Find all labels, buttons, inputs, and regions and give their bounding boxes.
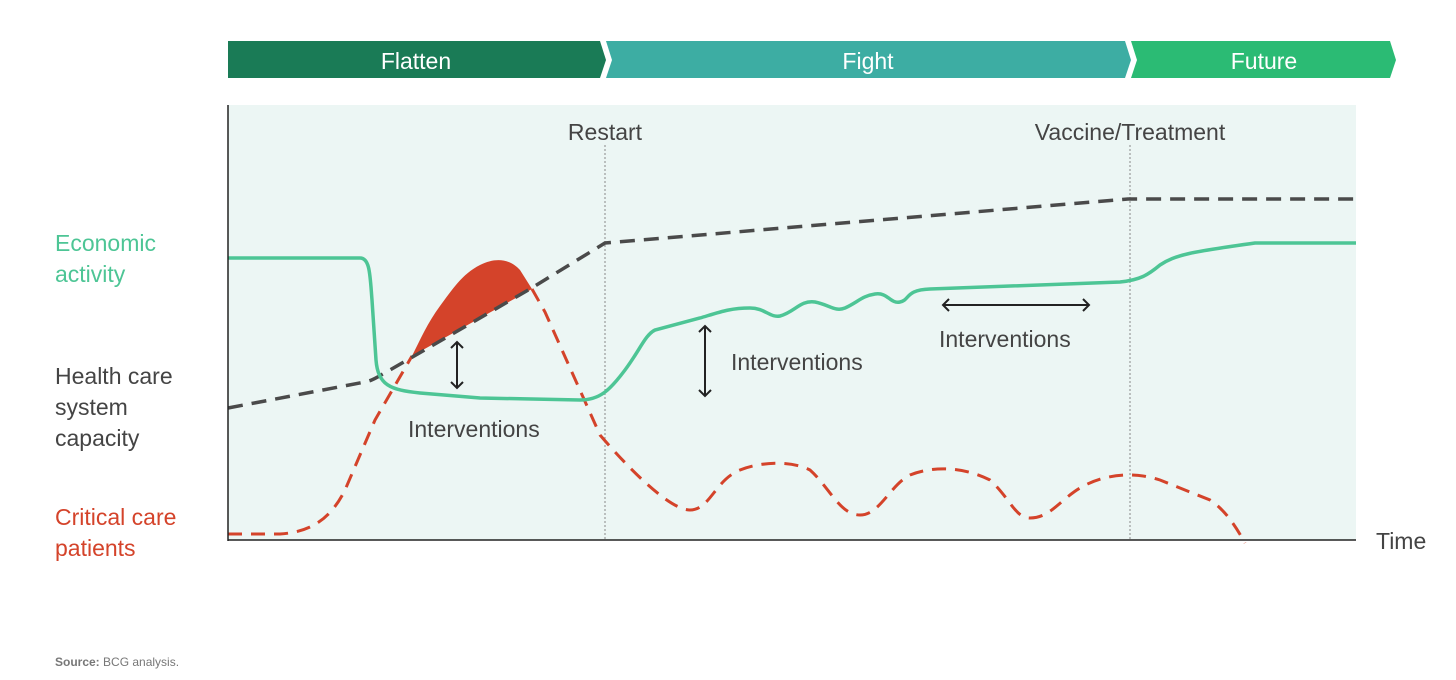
critical-care-series xyxy=(228,288,1247,544)
capacity-overflow-area xyxy=(412,260,532,356)
legend-economic: Economic activity xyxy=(55,228,156,290)
health-capacity-series xyxy=(227,197,1356,410)
source-note: Source: BCG analysis. xyxy=(55,655,179,669)
phase-fight-banner xyxy=(606,41,1131,78)
legend-text: Economic xyxy=(55,230,156,256)
legend-health: Health care system capacity xyxy=(55,361,173,454)
restart-label: Restart xyxy=(568,119,643,145)
economic-activity-series xyxy=(228,241,1356,402)
legend-text: system xyxy=(55,394,128,420)
interventions-label: Interventions xyxy=(939,326,1071,352)
interventions-label: Interventions xyxy=(731,349,863,375)
legend-text: activity xyxy=(55,261,126,287)
source-label: Source: xyxy=(55,655,100,669)
plot-background xyxy=(228,105,1356,540)
double-arrow-icon xyxy=(450,340,464,390)
double-arrow-icon xyxy=(698,324,712,398)
legend-text: Critical care xyxy=(55,504,177,530)
phase-future-label: Future xyxy=(1231,48,1297,74)
legend-text: patients xyxy=(55,535,136,561)
phase-future-banner xyxy=(1131,41,1396,78)
source-text: BCG analysis. xyxy=(103,655,180,669)
legend-text: Health care xyxy=(55,363,173,389)
legend-critical: Critical care patients xyxy=(55,502,176,564)
vaccine-label: Vaccine/Treatment xyxy=(1035,119,1226,145)
phase-flatten-banner xyxy=(228,41,606,78)
legend-text: capacity xyxy=(55,425,140,451)
phase-fight-label: Fight xyxy=(842,48,894,74)
interventions-label: Interventions xyxy=(408,416,540,442)
x-axis-label: Time xyxy=(1376,528,1426,554)
horizontal-double-arrow-icon xyxy=(941,298,1091,312)
phase-flatten-label: Flatten xyxy=(381,48,451,74)
